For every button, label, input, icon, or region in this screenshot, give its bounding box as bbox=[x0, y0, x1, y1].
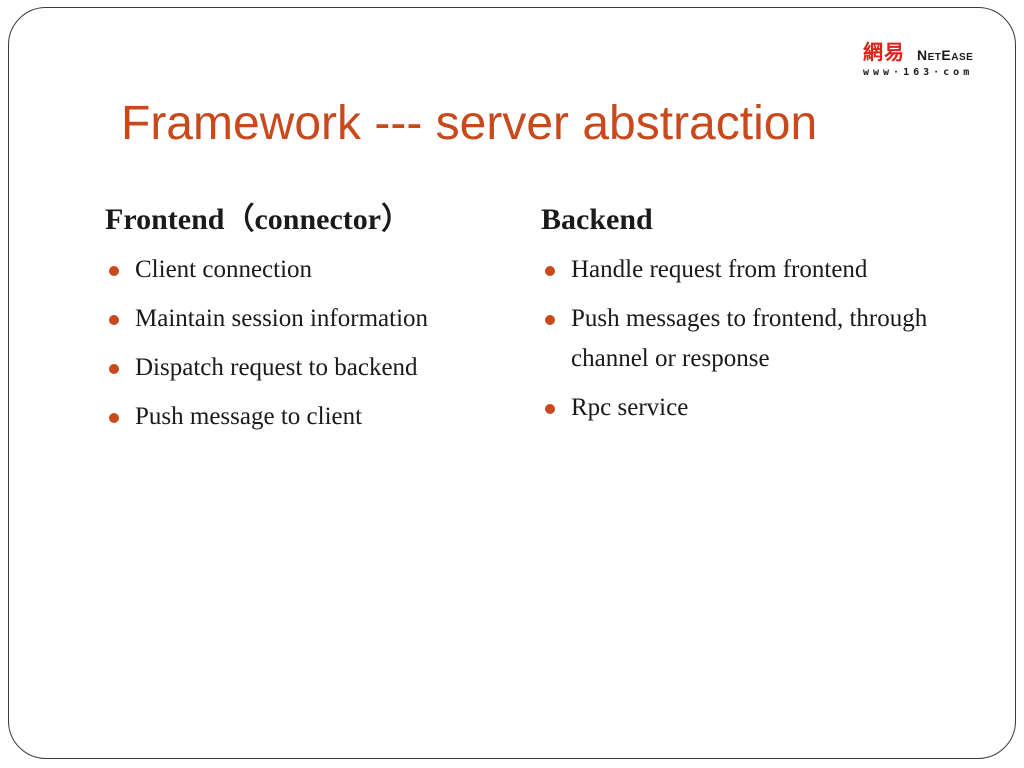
frontend-column: Frontend（connector） Client connection Ma… bbox=[105, 200, 525, 446]
frontend-heading: Frontend（connector） bbox=[105, 203, 412, 236]
backend-column: Backend Handle request from frontend Pus… bbox=[541, 200, 971, 437]
bullet-dot-icon bbox=[109, 364, 119, 374]
logo-url-text: www·163·com bbox=[863, 67, 974, 78]
bullet-text: Push messages to frontend, through chann… bbox=[571, 305, 928, 372]
netease-logo: 網易 NetEase www·163·com bbox=[863, 41, 985, 81]
bullet-text: Rpc service bbox=[571, 394, 689, 421]
bullet-dot-icon bbox=[109, 413, 119, 423]
logo-chinese-text: 網易 bbox=[863, 40, 905, 64]
backend-bullet-list: Handle request from frontend Push messag… bbox=[541, 250, 971, 428]
logo-english-text: NetEase bbox=[917, 47, 974, 63]
frontend-bullet-item: Dispatch request to backend bbox=[105, 348, 525, 388]
frontend-bullet-list: Client connection Maintain session infor… bbox=[105, 250, 525, 437]
frontend-bullet-item: Maintain session information bbox=[105, 299, 525, 339]
bullet-text: Maintain session information bbox=[135, 305, 429, 332]
bullet-dot-icon bbox=[545, 315, 555, 325]
bullet-text: Dispatch request to backend bbox=[135, 354, 418, 381]
backend-bullet-item: Push messages to frontend, through chann… bbox=[541, 299, 971, 379]
backend-bullet-item: Handle request from frontend bbox=[541, 250, 971, 290]
bullet-text: Client connection bbox=[135, 256, 313, 283]
frontend-bullet-item: Push message to client bbox=[105, 397, 525, 437]
bullet-text: Push message to client bbox=[135, 403, 363, 430]
bullet-dot-icon bbox=[109, 315, 119, 325]
slide-title: Framework --- server abstraction bbox=[121, 97, 818, 150]
bullet-dot-icon bbox=[545, 266, 555, 276]
bullet-text: Handle request from frontend bbox=[571, 256, 868, 283]
bullet-dot-icon bbox=[109, 266, 119, 276]
bullet-dot-icon bbox=[545, 404, 555, 414]
backend-heading: Backend bbox=[541, 203, 653, 236]
frontend-bullet-item: Client connection bbox=[105, 250, 525, 290]
backend-bullet-item: Rpc service bbox=[541, 388, 971, 428]
slide: 網易 NetEase www·163·com Framework --- ser… bbox=[8, 7, 1016, 759]
